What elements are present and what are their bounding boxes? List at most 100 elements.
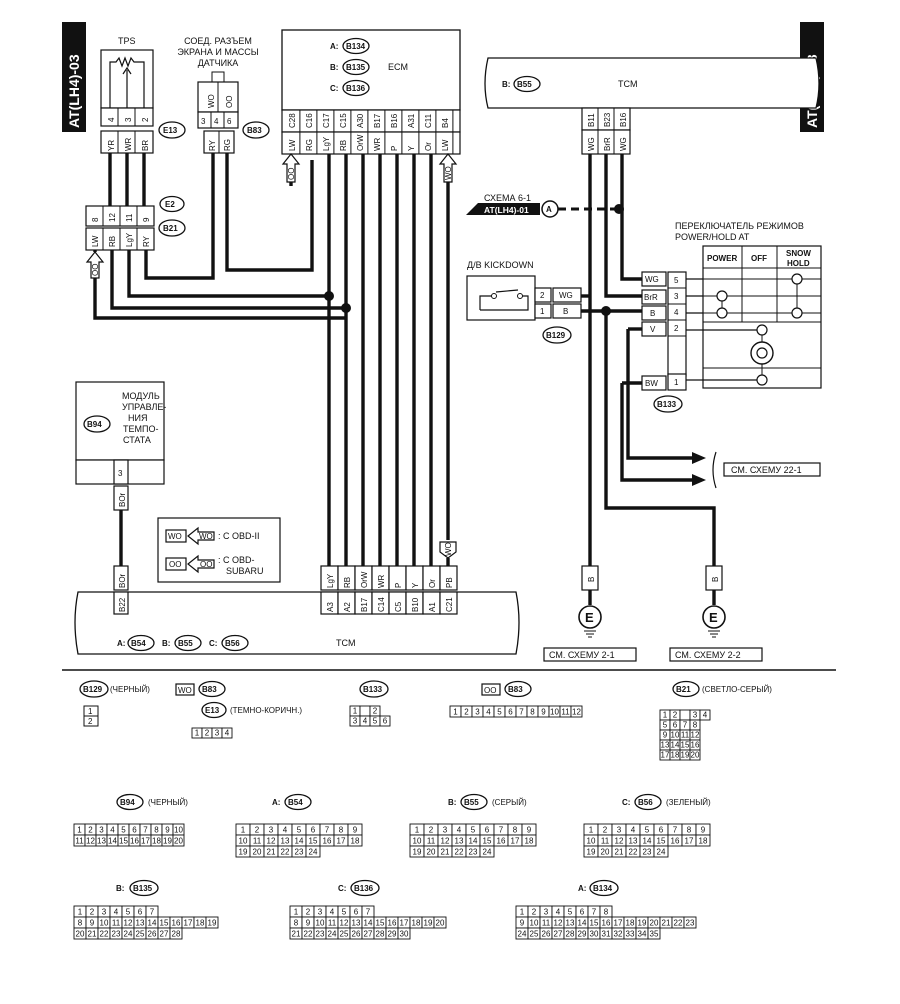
sg-wire-2: RG	[223, 139, 232, 151]
connector-pin: 23	[295, 848, 304, 857]
left-side-tag-text: AT(LH4)-03	[66, 54, 82, 128]
cv-b94-color: (ЧЕРНЫЙ)	[148, 798, 188, 807]
connector-pin: 8	[154, 826, 159, 835]
tcm-bottom-pin-label: B10	[411, 597, 420, 612]
connector-pin: 14	[578, 919, 587, 928]
tcm-bottom-pin-label: C5	[394, 601, 403, 612]
connector-pin: 2	[673, 711, 678, 720]
tcm-top-pin-1: B11	[587, 113, 596, 127]
legend-1-box: WO	[168, 532, 182, 541]
tcm-bottom-pin-label: C21	[445, 597, 454, 612]
connector-pin: 2	[464, 708, 469, 717]
connector-pin: 17	[685, 837, 694, 846]
scheme-ref-label: AT(LH4)-01	[484, 205, 529, 215]
connector-pin: 7	[519, 708, 524, 717]
tcm-bottom-pin-label: C14	[377, 597, 386, 612]
ecm-unit: ECM A: B134 B: B135 C: B136	[281, 29, 461, 155]
connector-pin: 18	[152, 837, 161, 846]
connector-pin: 31	[602, 930, 611, 939]
connector-pin: 33	[626, 930, 635, 939]
legend-2-box: OO	[169, 560, 181, 569]
ecm-pin-label: C15	[339, 113, 348, 128]
connector-pin: 5	[342, 908, 347, 917]
tps-title: TPS	[118, 36, 136, 46]
connector-pin: 3	[443, 826, 448, 835]
thermo-connector-id: B94	[87, 420, 102, 429]
connector-pin: 17	[614, 919, 623, 928]
mode-col-off: OFF	[751, 254, 767, 263]
connector-pin: 19	[413, 848, 422, 857]
kickdown-wire-1: WG	[559, 291, 573, 300]
ecm-conn-c-prefix: C:	[330, 84, 338, 93]
connector-pin: 2	[603, 826, 608, 835]
connector-pin: 18	[671, 751, 680, 760]
tcm-top-title: TCM	[618, 79, 638, 89]
connector-pin: 4	[703, 711, 708, 720]
connector-pin: 1	[663, 711, 668, 720]
ecm-wire-label: Y	[407, 145, 416, 151]
cv-b134-prefix: A:	[578, 884, 586, 893]
ground-1-see: СМ. СХЕМУ 2-1	[549, 650, 615, 660]
tps-wire-3: BR	[141, 140, 150, 151]
connector-pin: 3	[475, 708, 480, 717]
connector-pin: 1	[589, 826, 594, 835]
connector-pin: 30	[590, 930, 599, 939]
connector-pin: 1	[415, 826, 420, 835]
connector-pin: 14	[469, 837, 478, 846]
tcm-bottom-arrow-label: WO	[444, 542, 453, 556]
ecm-arrows: OO WO	[281, 153, 458, 183]
cv-b55-color: (СЕРЫЙ)	[492, 798, 527, 807]
connector-pin: 5	[645, 826, 650, 835]
connector-pin: 35	[650, 930, 659, 939]
connector-pin: 21	[441, 848, 450, 857]
mode-col-snow: SNOW	[786, 249, 811, 258]
connector-pin: 16	[671, 837, 680, 846]
legend-2-text: : С OBD-	[218, 555, 255, 565]
connector-pin: 2	[255, 826, 260, 835]
connector-pin: 28	[566, 930, 575, 939]
connector-pin: 15	[590, 919, 599, 928]
kickdown-pin-1: 2	[540, 291, 545, 300]
connector-pin: 9	[541, 708, 546, 717]
connector-pin: 10	[550, 708, 559, 717]
thermo-title-5: СТАТА	[123, 435, 151, 445]
connector-pin: 16	[323, 837, 332, 846]
connector-pin: 7	[592, 908, 597, 917]
cv-b94-id: B94	[120, 798, 135, 807]
connector-pin: 20	[650, 919, 659, 928]
connector-pin: 16	[602, 919, 611, 928]
connector-pin: 20	[601, 848, 610, 857]
cv-e13-id: E13	[205, 706, 220, 715]
connector-pin: 34	[638, 930, 647, 939]
connector-pin: 7	[150, 908, 155, 917]
connector-pin: 8	[78, 919, 83, 928]
tcm-bottom-wire-label: Y	[411, 582, 420, 588]
connector-pin: 9	[165, 826, 170, 835]
ecm-wire-label: P	[390, 146, 399, 151]
connector-pin: 20	[174, 837, 183, 846]
cv-b135-id: B135	[133, 884, 153, 893]
connector-pin: 16	[130, 837, 139, 846]
tps-wire-1: YR	[107, 140, 116, 151]
connector-pin: 7	[673, 826, 678, 835]
connector-pin: 11	[601, 837, 610, 846]
connector-pin: 1	[195, 729, 200, 738]
connector-pin: 10	[587, 837, 596, 846]
ecm-conn-b-prefix: B:	[330, 63, 338, 72]
connector-pin: 10	[530, 919, 539, 928]
e2-wire-4: RY	[142, 235, 151, 247]
sg-title-1: СОЕД. РАЗЪЕМ	[184, 36, 252, 46]
tcm-bottom-left-wire: BOr	[118, 573, 127, 588]
connector-pin: 7	[143, 826, 148, 835]
splice-3	[601, 306, 611, 316]
tcm-b-conn-a-prefix: A:	[117, 639, 125, 648]
connector-pin: 21	[662, 919, 671, 928]
ground-2-symbol: E	[709, 610, 718, 625]
connector-pin: 8	[339, 826, 344, 835]
connector-pin: 15	[119, 837, 128, 846]
mode-wire-5: BW	[645, 379, 658, 388]
scheme-ref-marker: A	[546, 205, 552, 214]
sensor-ground-connector: СОЕД. РАЗЪЕМ ЭКРАНА И МАССЫ ДАТЧИКА WO O…	[177, 36, 270, 154]
e2-arrow-label: OO	[91, 264, 100, 276]
connector-pin: 2	[306, 908, 311, 917]
